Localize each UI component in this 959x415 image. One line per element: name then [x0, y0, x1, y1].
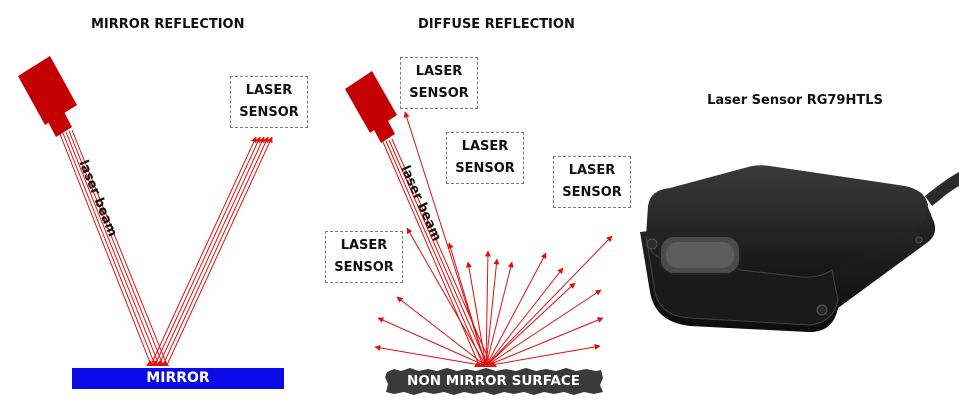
sensor-line-2: SENSOR	[409, 86, 469, 101]
mirror-reflection-title: MIRROR REFLECTION	[91, 17, 245, 32]
non-mirror-surface-bar	[385, 368, 603, 395]
sensor-line-1: LASER	[340, 238, 388, 253]
diffuse-laser-sensor-box-2: LASER SENSOR	[446, 132, 524, 184]
diffuse-incident-beams	[382, 138, 493, 368]
diffuse-scattered-beams	[374, 111, 613, 367]
sensor-line-2: SENSOR	[239, 105, 299, 120]
non-mirror-surface-label: NON MIRROR SURFACE	[407, 373, 580, 389]
sensor-line-2: SENSOR	[334, 260, 394, 275]
sensor-line-1: LASER	[245, 83, 293, 98]
sensor-line-1: LASER	[461, 139, 509, 154]
diffuse-reflection-title: DIFFUSE REFLECTION	[418, 17, 575, 32]
sensor-line-2: SENSOR	[455, 161, 515, 176]
mirror-incident-beams	[59, 129, 168, 366]
mirror-laser-emitter	[18, 56, 77, 137]
sensor-line-1: LASER	[415, 64, 463, 79]
diffuse-laser-sensor-box-1: LASER SENSOR	[400, 57, 478, 109]
diffuse-laser-sensor-box-3: LASER SENSOR	[553, 156, 631, 208]
mirror-reflected-beams	[150, 136, 273, 366]
laser-sensor-device-icon	[640, 165, 959, 333]
diffuse-laser-sensor-box-4: LASER SENSOR	[325, 231, 403, 283]
mirror-impact-arrows	[146, 360, 169, 366]
diffuse-impact-arrows	[474, 361, 497, 367]
mirror-surface: MIRROR	[72, 368, 284, 389]
mirror-laser-sensor-box: LASER SENSOR	[230, 76, 308, 128]
sensor-line-2: SENSOR	[562, 185, 622, 200]
sensor-line-1: LASER	[568, 163, 616, 178]
product-title: Laser Sensor RG79HTLS	[707, 93, 883, 108]
diffuse-laser-emitter	[345, 71, 397, 143]
